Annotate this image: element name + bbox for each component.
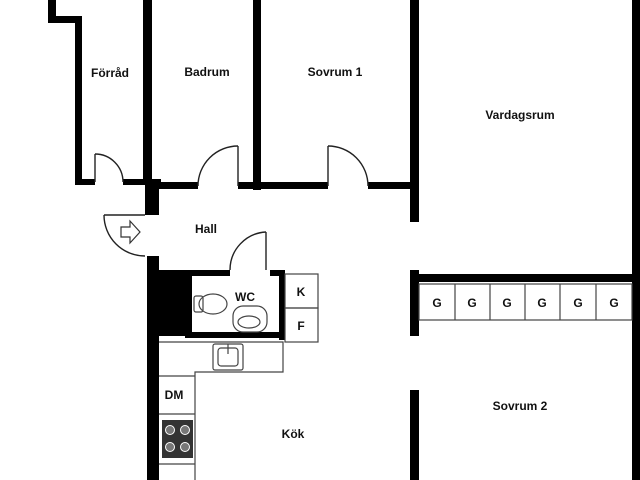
kitchen-counter bbox=[159, 341, 284, 480]
wardrobe-label: G bbox=[432, 296, 441, 310]
walls bbox=[48, 0, 640, 480]
wardrobe-label: G bbox=[467, 296, 476, 310]
fixture-labels: K F DM G G G G G G bbox=[165, 285, 619, 402]
room-label-wc: WC bbox=[235, 290, 255, 304]
closet-f bbox=[284, 307, 319, 343]
room-label-sovrum2: Sovrum 2 bbox=[493, 399, 548, 413]
kitchen-sink-icon bbox=[212, 343, 244, 371]
closet-f-label: F bbox=[297, 319, 304, 333]
door-forrad bbox=[94, 153, 124, 183]
room-label-vardagsrum: Vardagsrum bbox=[485, 108, 554, 122]
room-label-hall: Hall bbox=[195, 222, 217, 236]
closet-k-label: K bbox=[297, 285, 306, 299]
washbasin-icon bbox=[232, 305, 268, 333]
door-sovrum1 bbox=[327, 145, 369, 187]
wardrobe-label: G bbox=[502, 296, 511, 310]
room-label-sovrum1: Sovrum 1 bbox=[308, 65, 363, 79]
room-label-badrum: Badrum bbox=[184, 65, 229, 79]
door-badrum bbox=[197, 145, 239, 187]
room-labels: Förråd Badrum Sovrum 1 Vardagsrum Hall W… bbox=[91, 65, 555, 441]
wardrobe-label: G bbox=[537, 296, 546, 310]
stove-icon bbox=[162, 420, 193, 458]
fixtures bbox=[159, 273, 633, 480]
wardrobe-label: G bbox=[573, 296, 582, 310]
wardrobe-label: G bbox=[609, 296, 618, 310]
toilet-icon bbox=[193, 293, 228, 315]
room-label-kok: Kök bbox=[282, 427, 305, 441]
doors bbox=[94, 145, 369, 271]
door-entrance bbox=[103, 214, 146, 257]
door-wc bbox=[229, 231, 267, 271]
room-label-forrad: Förråd bbox=[91, 66, 129, 80]
entrance-arrow-icon bbox=[120, 219, 141, 245]
dishwasher-label: DM bbox=[165, 388, 184, 402]
